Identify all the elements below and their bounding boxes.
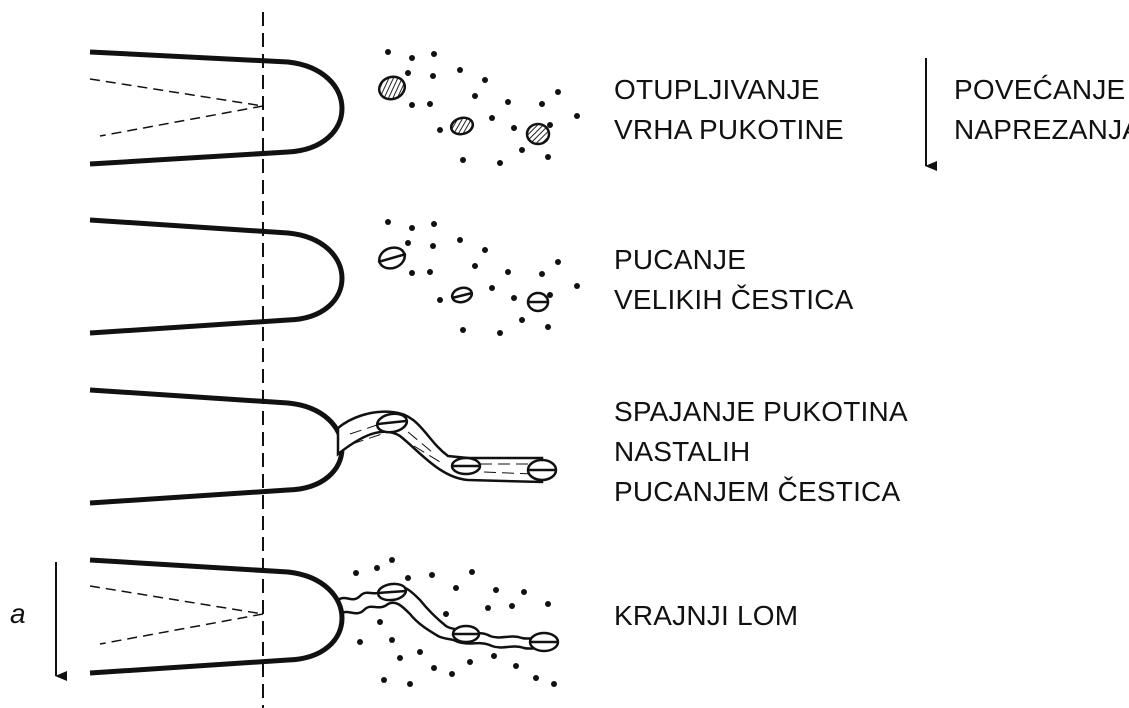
fracture-path-stage-4	[338, 587, 542, 650]
crack-length-label: a	[10, 598, 26, 630]
label-line: POVEĆANJE	[954, 70, 1129, 110]
label-stage-blunting: OTUPLJIVANJE VRHA PUKOTINE	[614, 70, 844, 150]
cracked-particles-stage-2	[376, 244, 548, 311]
label-line: OTUPLJIVANJE	[614, 70, 844, 110]
crack-tip-stage-3	[90, 390, 342, 503]
label-stage-coalescence: SPAJANJE PUKOTINA NASTALIH PUCANJEM ČEST…	[614, 392, 908, 512]
label-line: PUCANJE	[614, 240, 854, 280]
label-line: NASTALIH	[614, 432, 908, 472]
particle-field-stage-2	[385, 219, 580, 336]
crack-tip-stage-2	[90, 220, 342, 333]
crack-tip-stage-4	[90, 560, 342, 673]
label-stress-increase: POVEĆANJE NAPREZANJA	[954, 70, 1129, 150]
fractured-particles-stage-4	[377, 582, 558, 651]
label-stage-cracking: PUCANJE VELIKIH ČESTICA	[614, 240, 854, 320]
label-line: VELIKIH ČESTICA	[614, 280, 854, 320]
label-line: KRAJNJI LOM	[614, 596, 798, 636]
label-line: SPAJANJE PUKOTINA	[614, 392, 908, 432]
label-stage-fracture: KRAJNJI LOM	[614, 596, 798, 636]
large-particles-stage-1	[376, 73, 549, 144]
label-line: VRHA PUKOTINE	[614, 110, 844, 150]
coalesced-crack-band-stage-3	[338, 412, 556, 482]
label-line: PUCANJEM ČESTICA	[614, 472, 908, 512]
crack-tip-stage-1	[90, 52, 342, 164]
label-line: NAPREZANJA	[954, 110, 1129, 150]
particle-field-stage-4	[353, 557, 557, 687]
particle-field-stage-1	[385, 49, 580, 166]
